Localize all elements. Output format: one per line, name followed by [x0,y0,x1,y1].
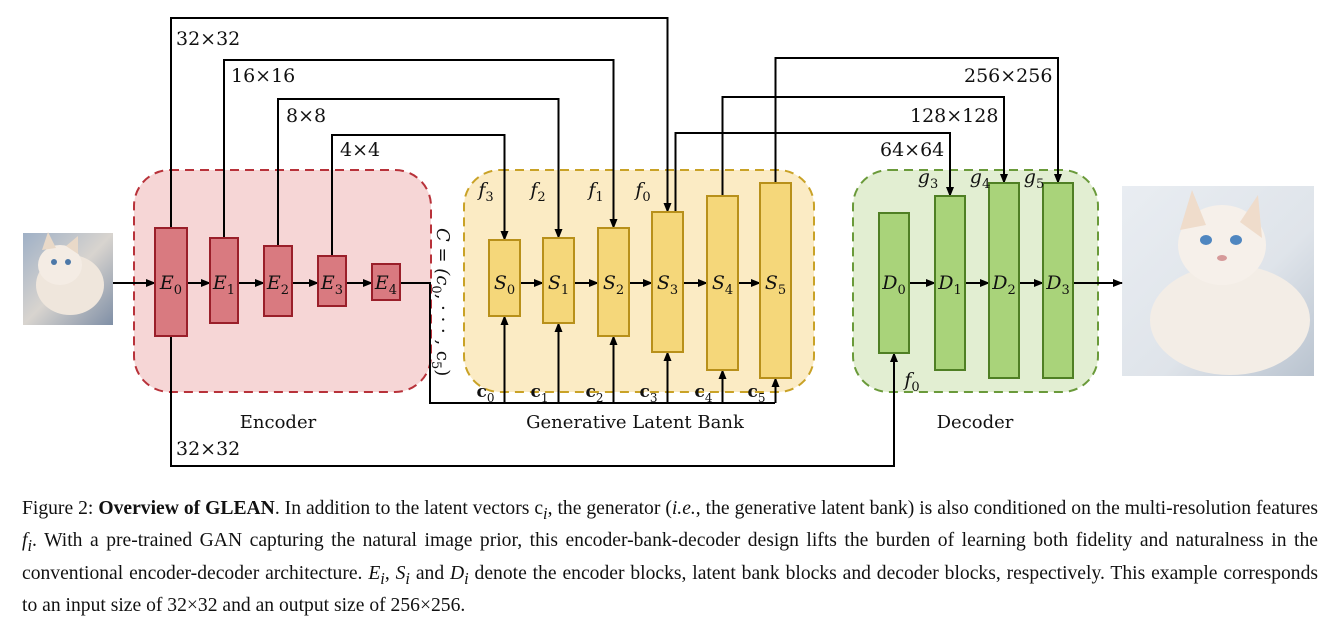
encoder-block-label-1: E1 [212,272,235,298]
latent-c-label-3: c3 [640,382,658,405]
res-label-enc-8: 8×8 [286,105,326,127]
feature-label-2: f1 [586,179,603,205]
feature-label-0: f3 [476,179,493,205]
bank-block-label-4: S4 [712,272,733,298]
res-label-dec-256: 256×256 [964,65,1052,87]
caption-sub-1: i [543,503,548,523]
feature-label-1: f2 [528,179,545,205]
decoder-block-label-0: D0 [881,272,906,298]
figure-caption: Figure 2: Overview of GLEAN. In addition… [22,495,1318,620]
output-image [1122,186,1314,376]
labels-layer: E0 E1 E2 E3 E4 S0 c0 S1 c1 S2 c2 S3 c3 S4 c4 S5 c5 D0 D1 D2… [159,28,1070,460]
caption-E: E [368,562,381,584]
res-label-skip-32: 32×32 [176,438,240,460]
encoder-block-label-4: E4 [374,272,397,298]
res-label-enc-4: 4×4 [340,139,380,161]
bank-block-label-5: S5 [765,272,786,298]
bank-block-4 [706,195,739,371]
encoder-block-1 [209,237,239,324]
blocks-layer [154,182,1074,379]
bank-block-1 [542,237,575,324]
decoder-block-label-3: D3 [1045,272,1070,298]
caption-D: D [449,562,465,584]
g-label-1: g4 [970,166,990,192]
feature-link-0 [170,17,672,228]
feature-link-2 [277,98,563,246]
caption-text-6: and [409,562,450,584]
input-image [23,232,113,325]
g-label-2: g5 [1024,166,1044,192]
feature-link-1 [223,59,618,238]
decoder-f0-label: f0 [902,369,919,395]
g-link-1 [721,96,1008,196]
caption-prefix: Figure 2: [22,498,99,519]
caption-E-sub: i [380,568,385,588]
decoder-block-0 [878,212,910,354]
bank-block-3 [651,211,684,353]
caption-text-4: . With a pre-trained GAN capturing the n… [22,530,1318,584]
bank-block-2 [597,227,630,337]
encoder-block-label-3: E3 [320,272,343,298]
res-label-dec-128: 128×128 [910,105,998,127]
decoder-label: Decoder [937,412,1014,433]
skip-link-32 [170,336,898,467]
encoder-block-4 [371,263,401,301]
bank-block-label-3: S3 [657,272,678,298]
flow-connections [113,17,1123,467]
caption-title: Overview of GLEAN [98,498,275,519]
caption-text-7: denote the encoder blocks, latent bank b… [22,562,1319,617]
caption-text-5: , [384,562,396,584]
caption-S: S [395,562,406,584]
decoder-block-label-1: D1 [937,272,962,298]
g-link-0 [674,132,954,212]
g-label-0: g3 [918,166,938,192]
caption-S-sub: i [405,568,410,588]
latent-vector-label: C = (c0, · · · , c5) [428,228,453,376]
g-link-2 [774,57,1062,184]
bank-block-label-1: S1 [548,272,569,298]
encoder-block-label-0: E0 [159,272,182,298]
latent-bus [400,282,775,404]
bank-block-0 [488,239,521,317]
latent-c-label-1: c1 [531,382,549,405]
glean-architecture-diagram: E0 E1 E2 E3 E4 S0 c0 S1 c1 S2 c2 S3 c3 S4 c4 S5 c5 D0 D1 D2… [23,17,1314,467]
res-label-enc-32: 32×32 [176,28,240,50]
latent-c-label-2: c2 [586,382,604,405]
caption-f-sub: i [27,536,32,556]
decoder-block-3 [1042,182,1074,379]
bank-block-label-2: S2 [603,272,624,298]
decoder-block-2 [988,182,1020,379]
encoder-block-0 [154,227,188,337]
latent-bank-label: Generative Latent Bank [526,412,745,433]
latent-c-label-4: c4 [695,382,713,405]
latent-c-label-0: c0 [477,382,495,405]
bank-block-label-0: S0 [494,272,515,298]
feature-link-3 [331,134,509,256]
decoder-block-1 [934,195,966,371]
caption-text-1: . In addition to the latent vectors c [274,498,544,519]
decoder-block-label-2: D2 [991,272,1016,298]
caption-ie: i.e. [671,498,696,519]
latent-c-label-5: c5 [748,382,766,405]
caption-f: f [22,530,28,552]
caption-text-3: , the generative latent bank) is also co… [695,498,1318,519]
res-label-dec-64: 64×64 [880,139,944,161]
caption-text-2: , the generator ( [547,498,672,519]
feature-label-3: f0 [633,179,650,205]
decoder-region [852,169,1099,393]
bank-block-5 [759,182,792,379]
encoder-block-label-2: E2 [266,272,289,298]
encoder-label: Encoder [240,412,317,433]
encoder-block-2 [263,245,293,317]
res-label-enc-16: 16×16 [231,65,295,87]
encoder-block-3 [317,255,347,307]
caption-D-sub: i [464,568,469,588]
